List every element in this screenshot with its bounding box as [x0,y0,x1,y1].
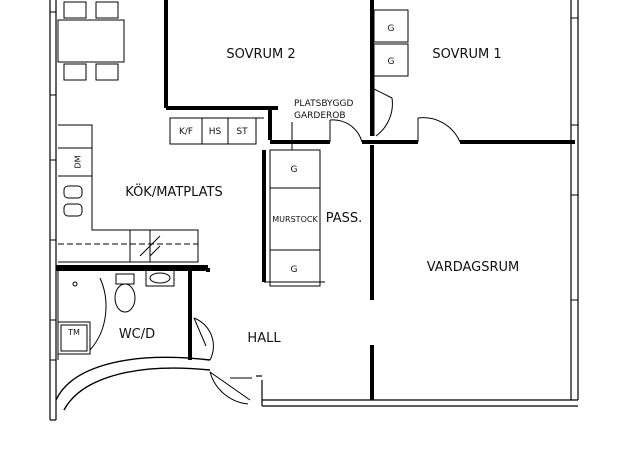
doors [193,87,461,405]
wardrobe-label-g: G [388,24,395,34]
wardrobe-label-g: G [388,57,395,67]
room-label-sovrum-2: SOVRUM 2 [226,47,295,62]
closet-label-st: ST [236,127,248,137]
room-label-kok-matplats: KÖK/MATPLATS [125,183,222,200]
dishwasher-label: DM [74,155,83,168]
tm-label: TM [67,328,80,337]
wardrobe-label-g: G [291,265,298,275]
closet-label-kf: K/F [179,127,193,137]
wc-fixtures: TM [57,269,175,355]
hall-closets: K/F HS ST [169,117,264,145]
room-label-wc-d: WC/D [119,327,155,342]
wardrobe-label-g: G [291,165,298,175]
dining-table [57,1,125,81]
room-label-hall: HALL [247,331,281,346]
sovrum1-wardrobes: G G [373,9,409,136]
platsbyggd-label-line2: GARDEROB [294,111,346,121]
room-label-vardagsrum: VARDAGSRUM [427,260,520,275]
closet-label-hs: HS [209,127,222,137]
platsbyggd-label-line1: PLATSBYGGD [294,99,353,109]
pass-wardrobes: G MURSTOCK G [269,149,321,287]
outer-walls [49,0,579,421]
murstock-label: MURSTOCK [272,215,318,224]
room-label-pass: PASS. [326,211,363,226]
room-label-sovrum-1: SOVRUM 1 [432,47,501,62]
kitchen-counter [58,124,199,263]
dishwasher: DM [74,155,83,168]
